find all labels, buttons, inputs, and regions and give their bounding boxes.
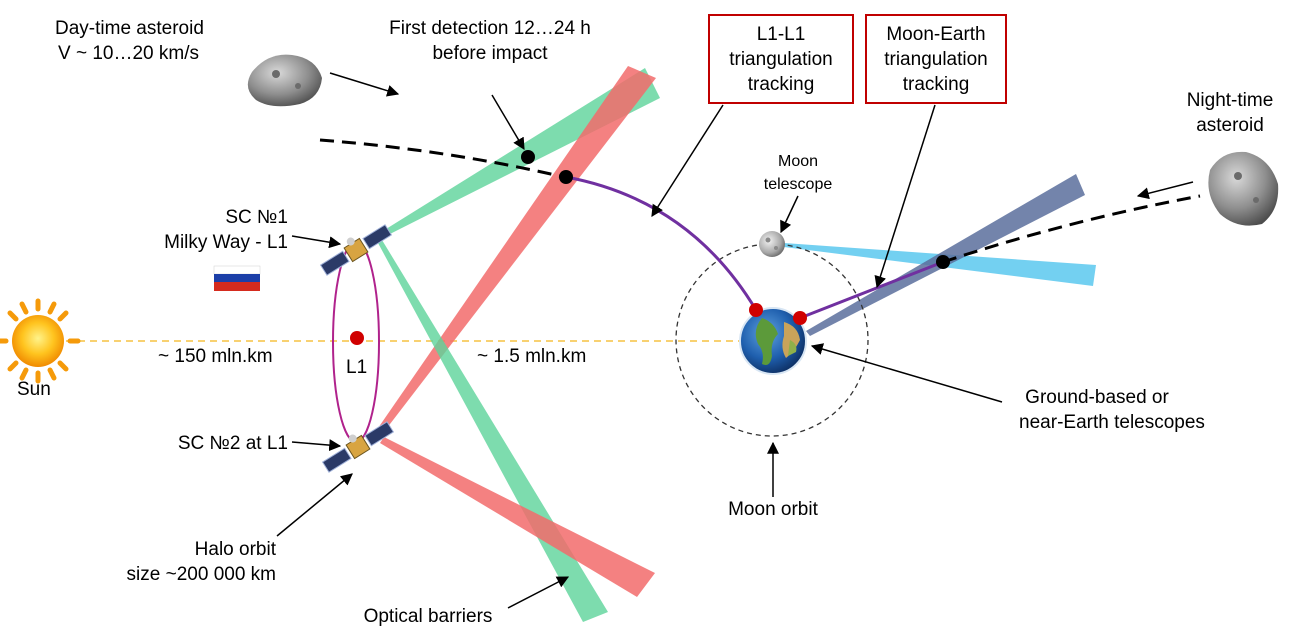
distance-1-5-label: ~ 1.5 mln.km	[477, 346, 586, 367]
l1-point-marker	[350, 331, 364, 345]
earth-icon	[739, 307, 807, 375]
ground-telescopes-arrow	[810, 343, 1003, 403]
moon-telescope-arrow	[780, 195, 799, 234]
day-asteroid-label-line2: V ~ 10…20 km/s	[58, 43, 199, 64]
earth-telescope-marker-2	[793, 311, 807, 325]
sc1-label-line1: SC №1	[225, 207, 288, 228]
sun-label: Sun	[17, 379, 51, 400]
moon-earth-intersection-marker	[936, 255, 950, 269]
l1-l1-tracking-label-line3: tracking	[748, 74, 815, 95]
first-detection-marker	[521, 150, 535, 164]
l1-l1-tracking-arrow	[651, 104, 724, 218]
russian-flag-icon	[213, 265, 261, 291]
green-beam-upper	[378, 68, 660, 240]
night-asteroid-label-line1: Night-time	[1187, 90, 1274, 111]
moon-earth-tracking-arrow	[874, 104, 936, 289]
night-asteroid-icon	[1208, 151, 1279, 226]
ground-telescopes-label-line2: near-Earth telescopes	[1019, 412, 1205, 433]
first-detection-arrow	[491, 94, 525, 151]
spacecraft-2-icon	[321, 421, 395, 473]
l1-l1-intersection-marker	[559, 170, 573, 184]
moon-orbit-label: Moon orbit	[728, 499, 818, 520]
sc2-arrow	[291, 439, 342, 452]
ground-telescopes-label-line1: Ground-based or	[1025, 387, 1169, 408]
red-beam-lower	[380, 437, 655, 597]
spacecraft-1-icon	[319, 224, 393, 276]
sun-icon	[0, 298, 81, 384]
green-beam-lower	[378, 240, 608, 622]
sc1-arrow	[291, 235, 342, 249]
day-asteroid-label-line1: Day-time asteroid	[55, 18, 204, 39]
day-asteroid-icon	[247, 54, 322, 107]
night-asteroid-trajectory	[942, 194, 1201, 264]
halo-orbit-arrow	[276, 473, 353, 537]
moon-telescope-label-line2: telescope	[764, 176, 833, 193]
day-asteroid-trajectory	[319, 138, 569, 180]
moon-earth-tracking-label-line2: triangulation	[884, 49, 988, 70]
halo-orbit-label-line2: size ~200 000 km	[127, 564, 276, 585]
night-asteroid-motion-arrow	[1136, 181, 1194, 200]
slate-beam-earth	[806, 174, 1085, 336]
moon-icon	[759, 231, 785, 257]
sc2-label: SC №2 at L1	[178, 433, 288, 454]
l1-label: L1	[346, 357, 367, 378]
l1-l1-tracking-label-line2: triangulation	[729, 49, 833, 70]
red-beam-upper	[376, 66, 656, 437]
l1-l1-tracking-box	[708, 14, 854, 104]
optical-barriers-arrow	[507, 576, 570, 609]
optical-barriers-label: Optical barriers	[364, 606, 493, 626]
first-detection-label-line1: First detection 12…24 h	[389, 18, 591, 39]
moon-earth-tracking-box	[865, 14, 1007, 104]
distance-150-label: ~ 150 mln.km	[158, 346, 273, 367]
moon-earth-tracking-label-line3: tracking	[903, 74, 970, 95]
l1-l1-tracking-label-line1: L1-L1	[757, 24, 806, 45]
night-asteroid-label-line2: asteroid	[1196, 115, 1264, 136]
halo-orbit-label-line1: Halo orbit	[195, 539, 277, 560]
first-detection-label-line2: before impact	[432, 43, 548, 64]
l1-l1-track-line	[565, 175, 758, 311]
day-asteroid-motion-arrow	[329, 72, 400, 97]
moon-telescope-label-line1: Moon	[778, 153, 818, 170]
earth-telescope-marker-1	[749, 303, 763, 317]
moon-earth-tracking-label-line1: Moon-Earth	[886, 24, 985, 45]
sc1-label-line2: Milky Way - L1	[164, 232, 288, 253]
moon-earth-track-line	[799, 260, 944, 320]
